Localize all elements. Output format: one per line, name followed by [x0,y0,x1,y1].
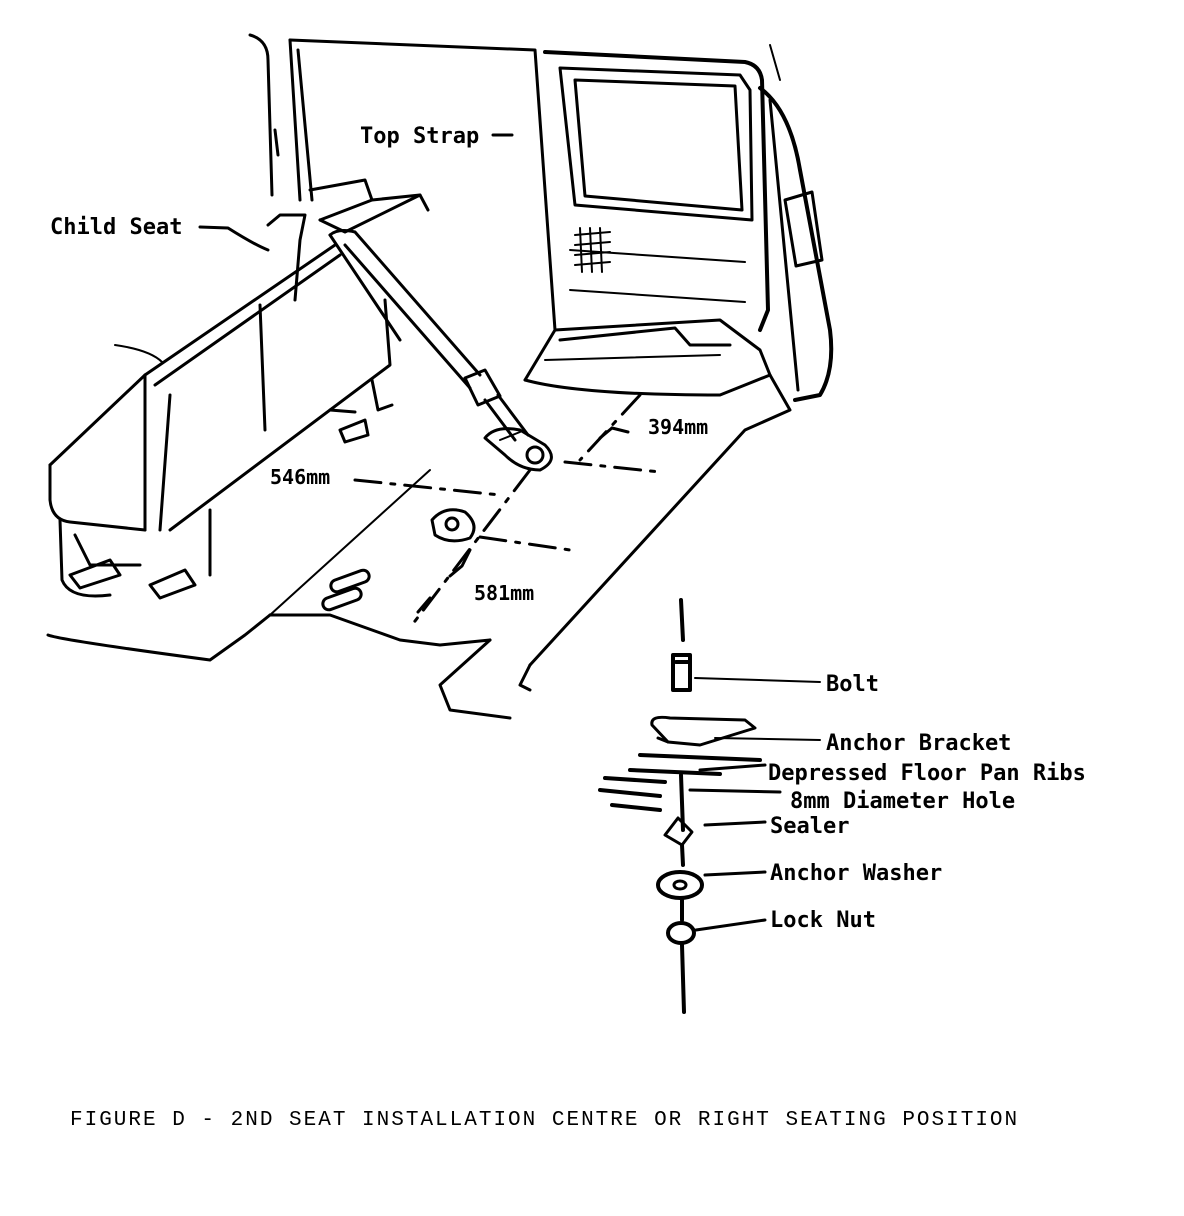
bolt-icon [671,653,692,692]
label-dim-546: 546mm [270,465,330,489]
leader-lines [198,133,514,252]
floor-pan [46,373,792,720]
figure-caption: FIGURE D - 2ND SEAT INSTALLATION CENTRE … [70,1109,1019,1132]
label-anchor-washer: Anchor Washer [770,861,942,886]
top-strap [328,229,553,472]
floor-ribs-icon [598,753,762,812]
label-diameter-hole: 8mm Diameter Hole [790,789,1015,814]
anchor-washer-icon [656,870,704,900]
label-bolt: Bolt [826,672,879,697]
vent-grid-icon [574,227,611,273]
label-dim-394: 394mm [648,415,708,439]
label-dim-581: 581mm [474,581,534,605]
sealer-icon [663,816,694,847]
anchor-bracket-icon [650,715,757,747]
label-lock-nut: Lock Nut [770,908,876,933]
label-child-seat: Child Seat [50,215,182,240]
label-depressed-ribs: Depressed Floor Pan Ribs [768,761,1086,786]
label-top-strap: Top Strap [360,124,479,149]
bench-seat [48,243,394,600]
label-sealer: Sealer [770,814,849,839]
anchor-hardware-exploded [598,598,821,1014]
child-seat [266,178,430,342]
lock-nut-icon [666,921,696,945]
dimension-lines [353,393,662,627]
vehicle-body [248,33,834,402]
label-anchor-bracket: Anchor Bracket [826,731,1011,756]
